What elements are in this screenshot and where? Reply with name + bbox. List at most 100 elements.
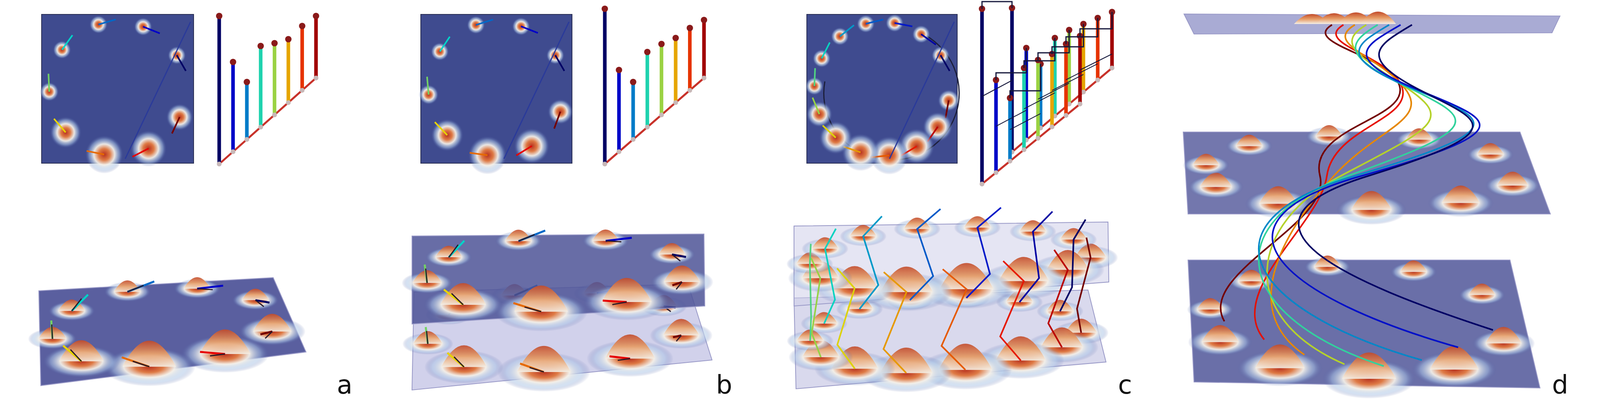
bar-end-dot xyxy=(298,22,306,30)
connector-frame xyxy=(1010,113,1041,130)
vector-stick xyxy=(894,23,913,27)
bar-start-dot xyxy=(993,170,999,175)
trajectory-curve xyxy=(1258,24,1456,366)
vector-stick xyxy=(812,97,820,115)
vector-stick xyxy=(555,55,565,71)
vector-path xyxy=(1048,250,1068,348)
trajectory-curve xyxy=(1271,24,1412,355)
vector-stick xyxy=(143,26,160,34)
bar-start-dot xyxy=(1021,147,1027,152)
vector-stick xyxy=(447,352,464,367)
vector-stick xyxy=(454,356,464,367)
bar-end-dot xyxy=(257,42,264,50)
vector-stick xyxy=(210,354,225,356)
vector-path xyxy=(824,228,836,324)
bar-start-dot xyxy=(1049,124,1055,130)
connector-frame xyxy=(982,1,1012,9)
density-peak xyxy=(605,334,656,359)
persistence-bar xyxy=(300,26,304,91)
density-peak xyxy=(664,265,701,282)
vector-stick xyxy=(127,285,144,292)
vector-path xyxy=(810,244,812,342)
density-peak xyxy=(1192,153,1220,166)
vector-stick xyxy=(200,352,225,354)
trajectory-curve xyxy=(1272,24,1480,348)
vector-stick xyxy=(602,300,627,302)
vector-stick xyxy=(822,125,836,138)
vector-stick xyxy=(440,36,450,52)
persistence-bar xyxy=(702,20,706,78)
vector-stick xyxy=(444,289,464,305)
vector-stick xyxy=(469,152,488,156)
vector-stick xyxy=(132,148,149,157)
bar-start-dot xyxy=(230,149,236,154)
density-peak xyxy=(1201,325,1239,343)
vector-stick xyxy=(609,356,630,359)
vector-stick xyxy=(63,345,82,362)
density-peak xyxy=(1060,228,1088,240)
vector-stick xyxy=(866,19,884,24)
vector-stick xyxy=(448,240,465,258)
bar-end-dot xyxy=(686,24,694,32)
vector-stick xyxy=(921,34,936,45)
density-peak xyxy=(122,340,176,367)
bar-end-dot xyxy=(601,5,608,12)
bar-start-dot xyxy=(299,88,305,93)
vector-stick xyxy=(424,264,428,283)
persistence-bar xyxy=(631,82,635,140)
bar-end-dot xyxy=(615,66,622,74)
persistence-bar xyxy=(659,44,664,115)
vector-stick xyxy=(617,358,630,360)
vector-stick xyxy=(71,294,88,312)
vector-path xyxy=(941,269,967,370)
vector-path xyxy=(1000,261,1024,361)
vector-stick xyxy=(612,302,627,305)
vector-stick xyxy=(516,146,532,156)
vector-stick xyxy=(529,367,544,372)
vector-path xyxy=(1060,219,1086,312)
density-peak xyxy=(1400,260,1428,272)
density-peak xyxy=(1351,191,1392,210)
vector-stick xyxy=(255,300,264,307)
density-peak xyxy=(811,237,839,249)
bar-end-dot xyxy=(243,78,250,86)
panel-letter: d xyxy=(1552,372,1569,398)
density-bump xyxy=(89,15,108,34)
connector-frame xyxy=(1038,30,1070,60)
density-peak xyxy=(1342,352,1396,379)
connector-frame xyxy=(996,48,1027,80)
density-bump xyxy=(514,128,550,164)
density-bump xyxy=(50,116,82,148)
vector-stick xyxy=(476,19,494,26)
density-peak xyxy=(1360,11,1396,24)
density-peak xyxy=(1441,185,1480,204)
bar-start-dot xyxy=(979,181,985,187)
bar-start-dot xyxy=(244,137,250,142)
density-peak xyxy=(114,280,142,292)
bar-start-dot xyxy=(286,100,291,105)
vector-stick xyxy=(426,331,428,344)
density-peak xyxy=(1259,186,1298,204)
vector-stick xyxy=(605,240,622,242)
vector-stick xyxy=(676,335,682,342)
trajectory-curve xyxy=(1298,24,1494,330)
bar-start-dot xyxy=(659,112,664,118)
vector-stick xyxy=(840,25,854,37)
connector-frame xyxy=(1024,92,1055,109)
connector-frame xyxy=(1010,64,1041,98)
vector-stick xyxy=(605,237,632,241)
persistence-bar xyxy=(245,82,249,140)
vector-stick xyxy=(51,320,53,339)
vector-stick xyxy=(197,285,224,289)
vector-stick xyxy=(434,122,448,136)
density-peak xyxy=(1255,344,1305,369)
bar-end-dot xyxy=(312,12,320,20)
persistence-bar xyxy=(688,28,692,91)
density-peak xyxy=(1315,125,1343,137)
bar-start-dot xyxy=(687,88,693,93)
vector-stick xyxy=(48,73,50,92)
vector-stick xyxy=(524,307,542,312)
persistence-bar xyxy=(1008,98,1012,162)
bar-end-dot xyxy=(630,78,637,86)
bar-start-dot xyxy=(1063,113,1069,118)
